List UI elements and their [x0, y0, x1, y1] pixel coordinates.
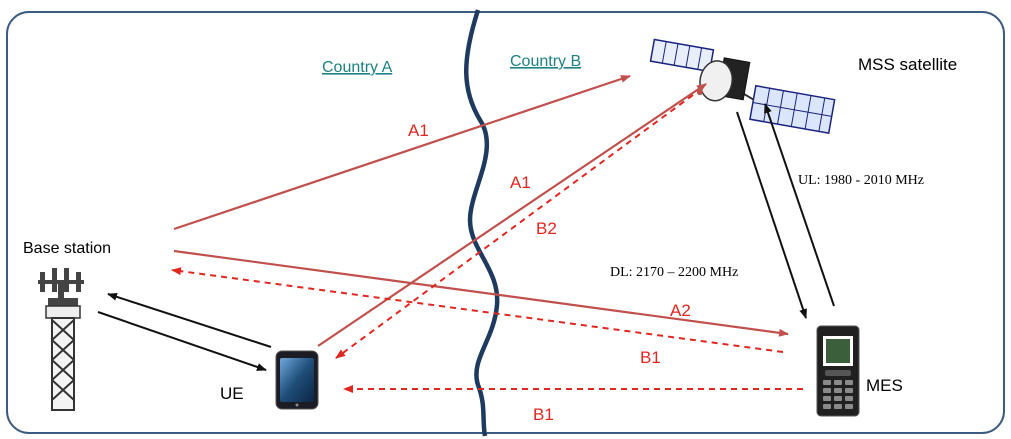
feature-phone-icon	[816, 325, 860, 417]
satellite-label: MSS satellite	[858, 55, 957, 74]
mes-label: MES	[866, 376, 903, 395]
link-mes-uplink	[764, 103, 835, 307]
link-b1-mes-to-base	[171, 267, 784, 353]
label-a2: A2	[670, 301, 691, 320]
country-b-label: Country B	[510, 53, 581, 70]
label-a1-top: A1	[408, 121, 429, 140]
country-a-label: Country A	[322, 59, 393, 76]
label-b2: B2	[536, 219, 557, 238]
link-a1-ue-to-satellite	[317, 83, 707, 347]
link-satellite-downlink	[736, 111, 807, 319]
country-border-line	[464, 9, 500, 437]
smartphone-icon	[275, 350, 319, 410]
label-b1-upper: B1	[640, 348, 661, 367]
label-b1-lower: B1	[533, 405, 554, 424]
link-base-to-ue	[97, 311, 267, 371]
uplink-band-label: UL: 1980 - 2010 MHz	[798, 173, 924, 188]
cell-tower-icon	[38, 268, 84, 411]
link-ue-to-base	[107, 292, 272, 348]
ue-label: UE	[220, 384, 244, 403]
link-a1-base-to-satellite	[173, 74, 631, 231]
downlink-band-label: DL: 2170 – 2200 MHz	[610, 265, 738, 280]
label-a1-mid: A1	[510, 173, 531, 192]
link-b2-satellite-to-ue	[335, 94, 694, 359]
link-a2-base-to-mes	[173, 249, 789, 337]
base-station-label: Base station	[23, 240, 111, 257]
satellite-icon	[649, 38, 836, 135]
